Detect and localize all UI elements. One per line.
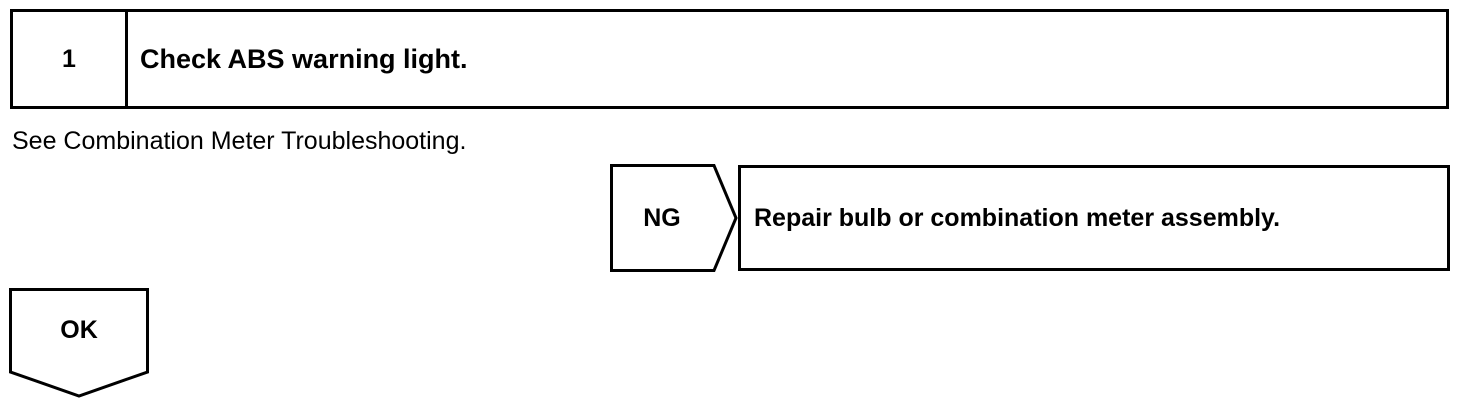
ng-arrow-shape bbox=[610, 164, 738, 272]
step-number: 1 bbox=[13, 12, 128, 106]
ok-arrow-shape bbox=[9, 288, 149, 398]
step-title: Check ABS warning light. bbox=[140, 43, 468, 74]
instruction-text: See Combination Meter Troubleshooting. bbox=[12, 127, 467, 155]
step-header-box: 1 Check ABS warning light. bbox=[10, 9, 1449, 109]
ok-label: OK bbox=[60, 315, 98, 344]
ng-result-box: Repair bulb or combination meter assembl… bbox=[738, 165, 1450, 271]
ng-label: NG bbox=[643, 203, 681, 232]
